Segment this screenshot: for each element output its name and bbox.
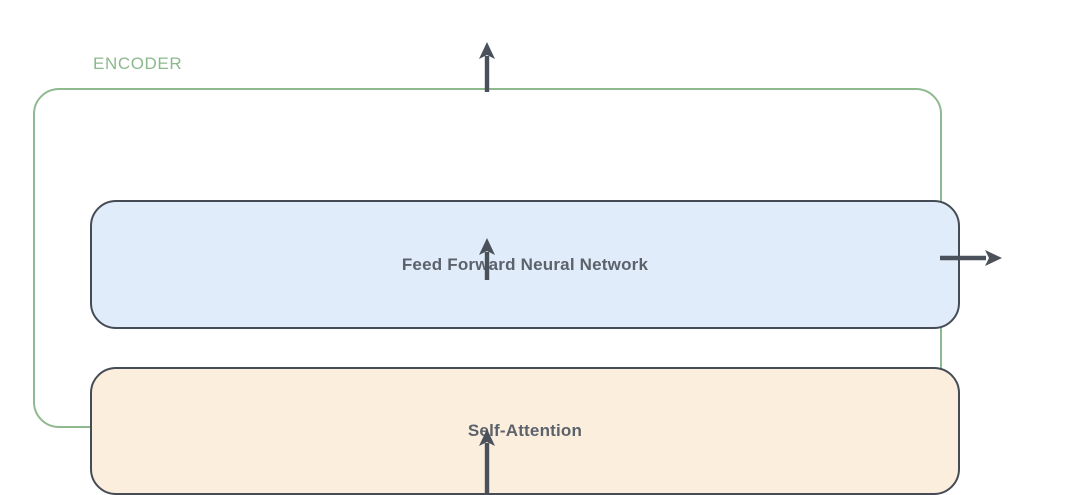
arrow-up-output-icon xyxy=(479,42,495,92)
feed-forward-block[interactable]: Feed Forward Neural Network xyxy=(90,200,960,329)
feed-forward-block-label: Feed Forward Neural Network xyxy=(401,254,649,274)
encoder-label: ENCODER xyxy=(93,54,183,73)
arrow-up-attention-to-ffnn-icon xyxy=(479,238,495,280)
arrow-up-input-icon xyxy=(479,429,495,493)
arrow-right-encoder-output-icon xyxy=(940,250,1002,266)
self-attention-block[interactable]: Self-Attention xyxy=(90,367,960,495)
encoder-container: Feed Forward Neural Network Self-Attenti… xyxy=(33,88,960,495)
self-attention-block-label: Self-Attention xyxy=(467,421,583,440)
